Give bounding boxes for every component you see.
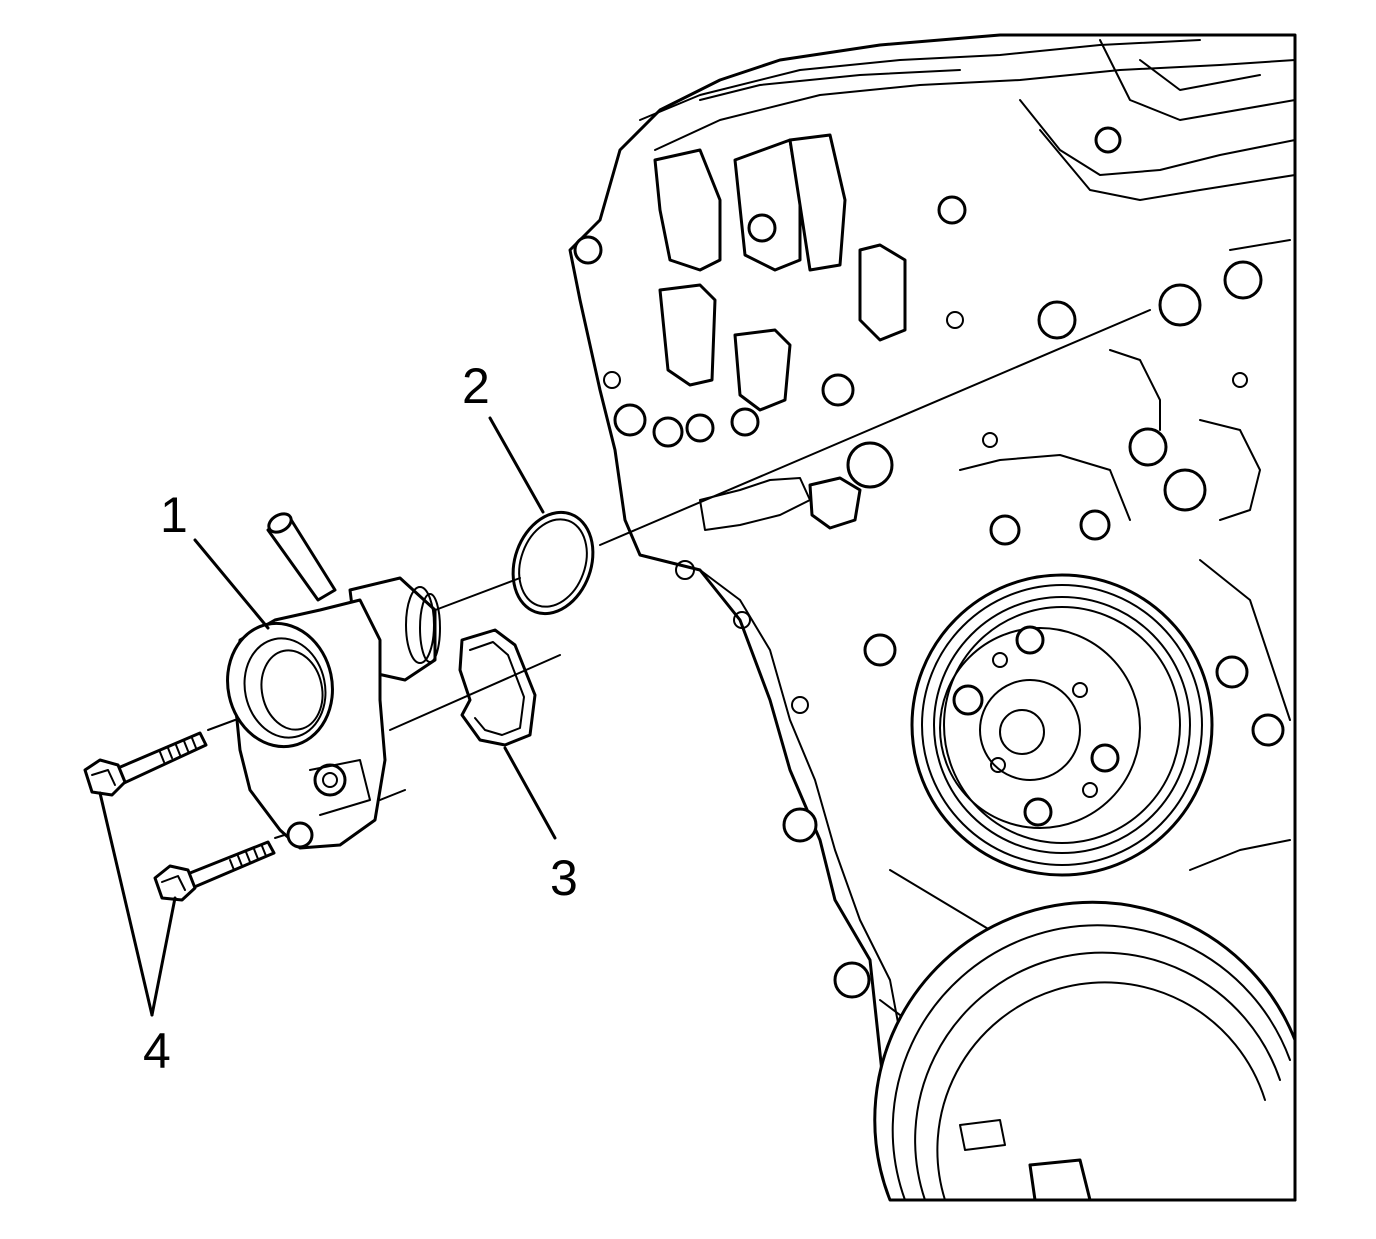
o-ring-seal [511,510,595,616]
coolant-outlet-housing [226,512,441,850]
housing-gasket [458,628,537,747]
callout-labels: 1 2 3 4 [143,358,578,1079]
cover-bolts [573,126,1285,999]
engine-front-assembly [568,33,1297,1202]
callout-3: 3 [550,850,578,906]
alignment-lines [207,309,1151,839]
callout-4: 4 [143,1023,171,1079]
housing-bolts [83,731,276,902]
callout-2: 2 [462,358,490,414]
crankshaft-pulley [873,900,1297,1202]
water-pump-pulley [910,573,1214,877]
leader-lines [98,416,557,1017]
callout-1: 1 [160,487,188,543]
